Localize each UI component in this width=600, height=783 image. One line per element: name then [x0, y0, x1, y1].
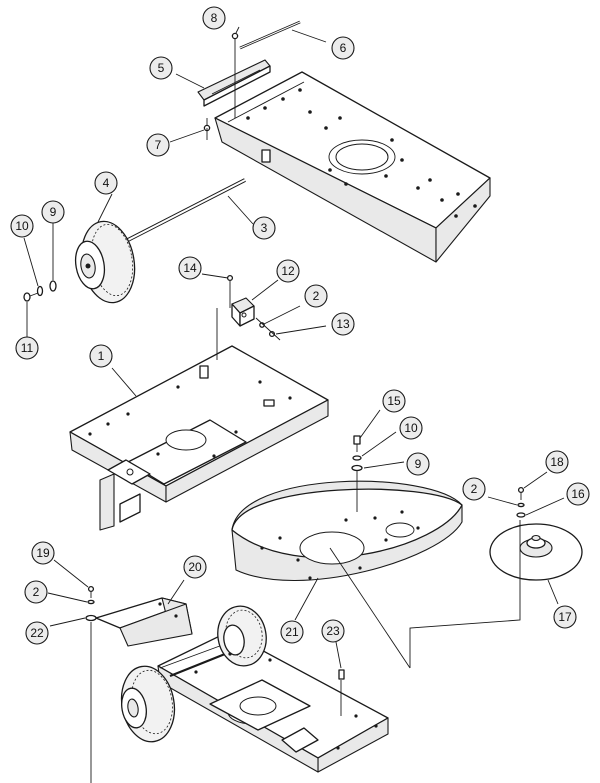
- washer-part-10-b: [352, 455, 362, 461]
- callout-10: 10: [399, 416, 423, 440]
- callout-13: 13: [331, 312, 355, 336]
- washer-part-2-c: [87, 599, 95, 605]
- callout-19: 19: [31, 541, 55, 565]
- bolt-part-7: [203, 118, 211, 132]
- bolt-part-15: [353, 435, 361, 452]
- callout-number: 2: [33, 585, 40, 599]
- washer-part-16: [516, 512, 526, 518]
- top-deck-plate: [214, 71, 491, 263]
- washer-part-22: [85, 614, 97, 622]
- washer-part-9-a: [49, 280, 57, 292]
- callout-1: 1: [89, 344, 113, 368]
- bracket-part-20: [95, 597, 193, 647]
- assembled-unit: [120, 605, 389, 773]
- washer-part-2-b: [517, 502, 525, 508]
- callout-number: 22: [30, 626, 44, 640]
- callout-number: 7: [155, 138, 162, 152]
- callout-number: 8: [211, 11, 218, 25]
- callout-6: 6: [331, 36, 355, 60]
- callout-number: 6: [340, 41, 347, 55]
- callout-number: 18: [550, 455, 564, 469]
- callout-number: 5: [158, 61, 165, 75]
- callout-14: 14: [178, 256, 202, 280]
- callout-15: 15: [382, 389, 406, 413]
- callout-number: 9: [50, 205, 57, 219]
- callout-number: 11: [21, 341, 34, 355]
- deck-shroud-part-21: [231, 480, 463, 582]
- screw-part-14: [226, 274, 234, 292]
- blade-part-17: [489, 523, 583, 581]
- callout-number: 14: [183, 261, 197, 275]
- screw-part-8: [231, 32, 239, 46]
- callout-23: 23: [321, 619, 345, 643]
- pin-part-23: [338, 669, 345, 680]
- callout-number: 3: [261, 221, 268, 235]
- callout-leaders: [23, 26, 565, 669]
- callout-number: 9: [415, 457, 422, 471]
- assembly-lines: [90, 46, 521, 783]
- callout-12: 12: [276, 259, 300, 283]
- rod-part-6: [239, 20, 301, 50]
- callout-number: 12: [281, 264, 295, 278]
- callout-number: 1: [98, 349, 105, 363]
- callout-5: 5: [149, 56, 173, 80]
- callout-2: 2: [462, 477, 486, 501]
- callout-4: 4: [94, 171, 118, 195]
- bolt-part-11: [23, 292, 39, 302]
- washer-part-10-a: [36, 285, 44, 297]
- axle-part-3: [121, 178, 246, 245]
- callout-number: 20: [188, 560, 202, 574]
- bolt-part-18: [517, 486, 525, 500]
- bracket-part-5: [197, 59, 271, 107]
- callout-10: 10: [10, 214, 34, 238]
- callout-11: 11: [15, 336, 39, 360]
- callout-number: 17: [558, 610, 572, 624]
- callout-2: 2: [24, 580, 48, 604]
- callout-17: 17: [553, 605, 577, 629]
- callout-number: 10: [404, 421, 418, 435]
- screw-part-19: [87, 585, 95, 598]
- callout-8: 8: [202, 6, 226, 30]
- wheel-part-4: [74, 220, 136, 304]
- callout-21: 21: [280, 620, 304, 644]
- nut-part-13: [268, 330, 276, 338]
- callout-3: 3: [252, 216, 276, 240]
- callout-number: 2: [471, 482, 478, 496]
- callout-18: 18: [545, 450, 569, 474]
- washer-part-9-b: [351, 464, 363, 472]
- callout-number: 23: [326, 624, 340, 638]
- deck-holes: [246, 88, 477, 218]
- callout-number: 19: [36, 546, 50, 560]
- callout-number: 16: [571, 487, 585, 501]
- callout-number: 4: [103, 176, 110, 190]
- callout-number: 15: [387, 394, 401, 408]
- callout-22: 22: [25, 621, 49, 645]
- callout-9: 9: [41, 200, 65, 224]
- callout-20: 20: [183, 555, 207, 579]
- callout-2: 2: [304, 284, 328, 308]
- callout-number: 13: [336, 317, 350, 331]
- callout-number: 21: [285, 625, 299, 639]
- frame-part-1: [69, 345, 329, 531]
- callout-number: 10: [15, 219, 29, 233]
- callout-9: 9: [406, 452, 430, 476]
- callout-number: 2: [313, 289, 320, 303]
- block-part-12: [231, 297, 255, 327]
- callout-16: 16: [566, 482, 590, 506]
- callout-7: 7: [146, 133, 170, 157]
